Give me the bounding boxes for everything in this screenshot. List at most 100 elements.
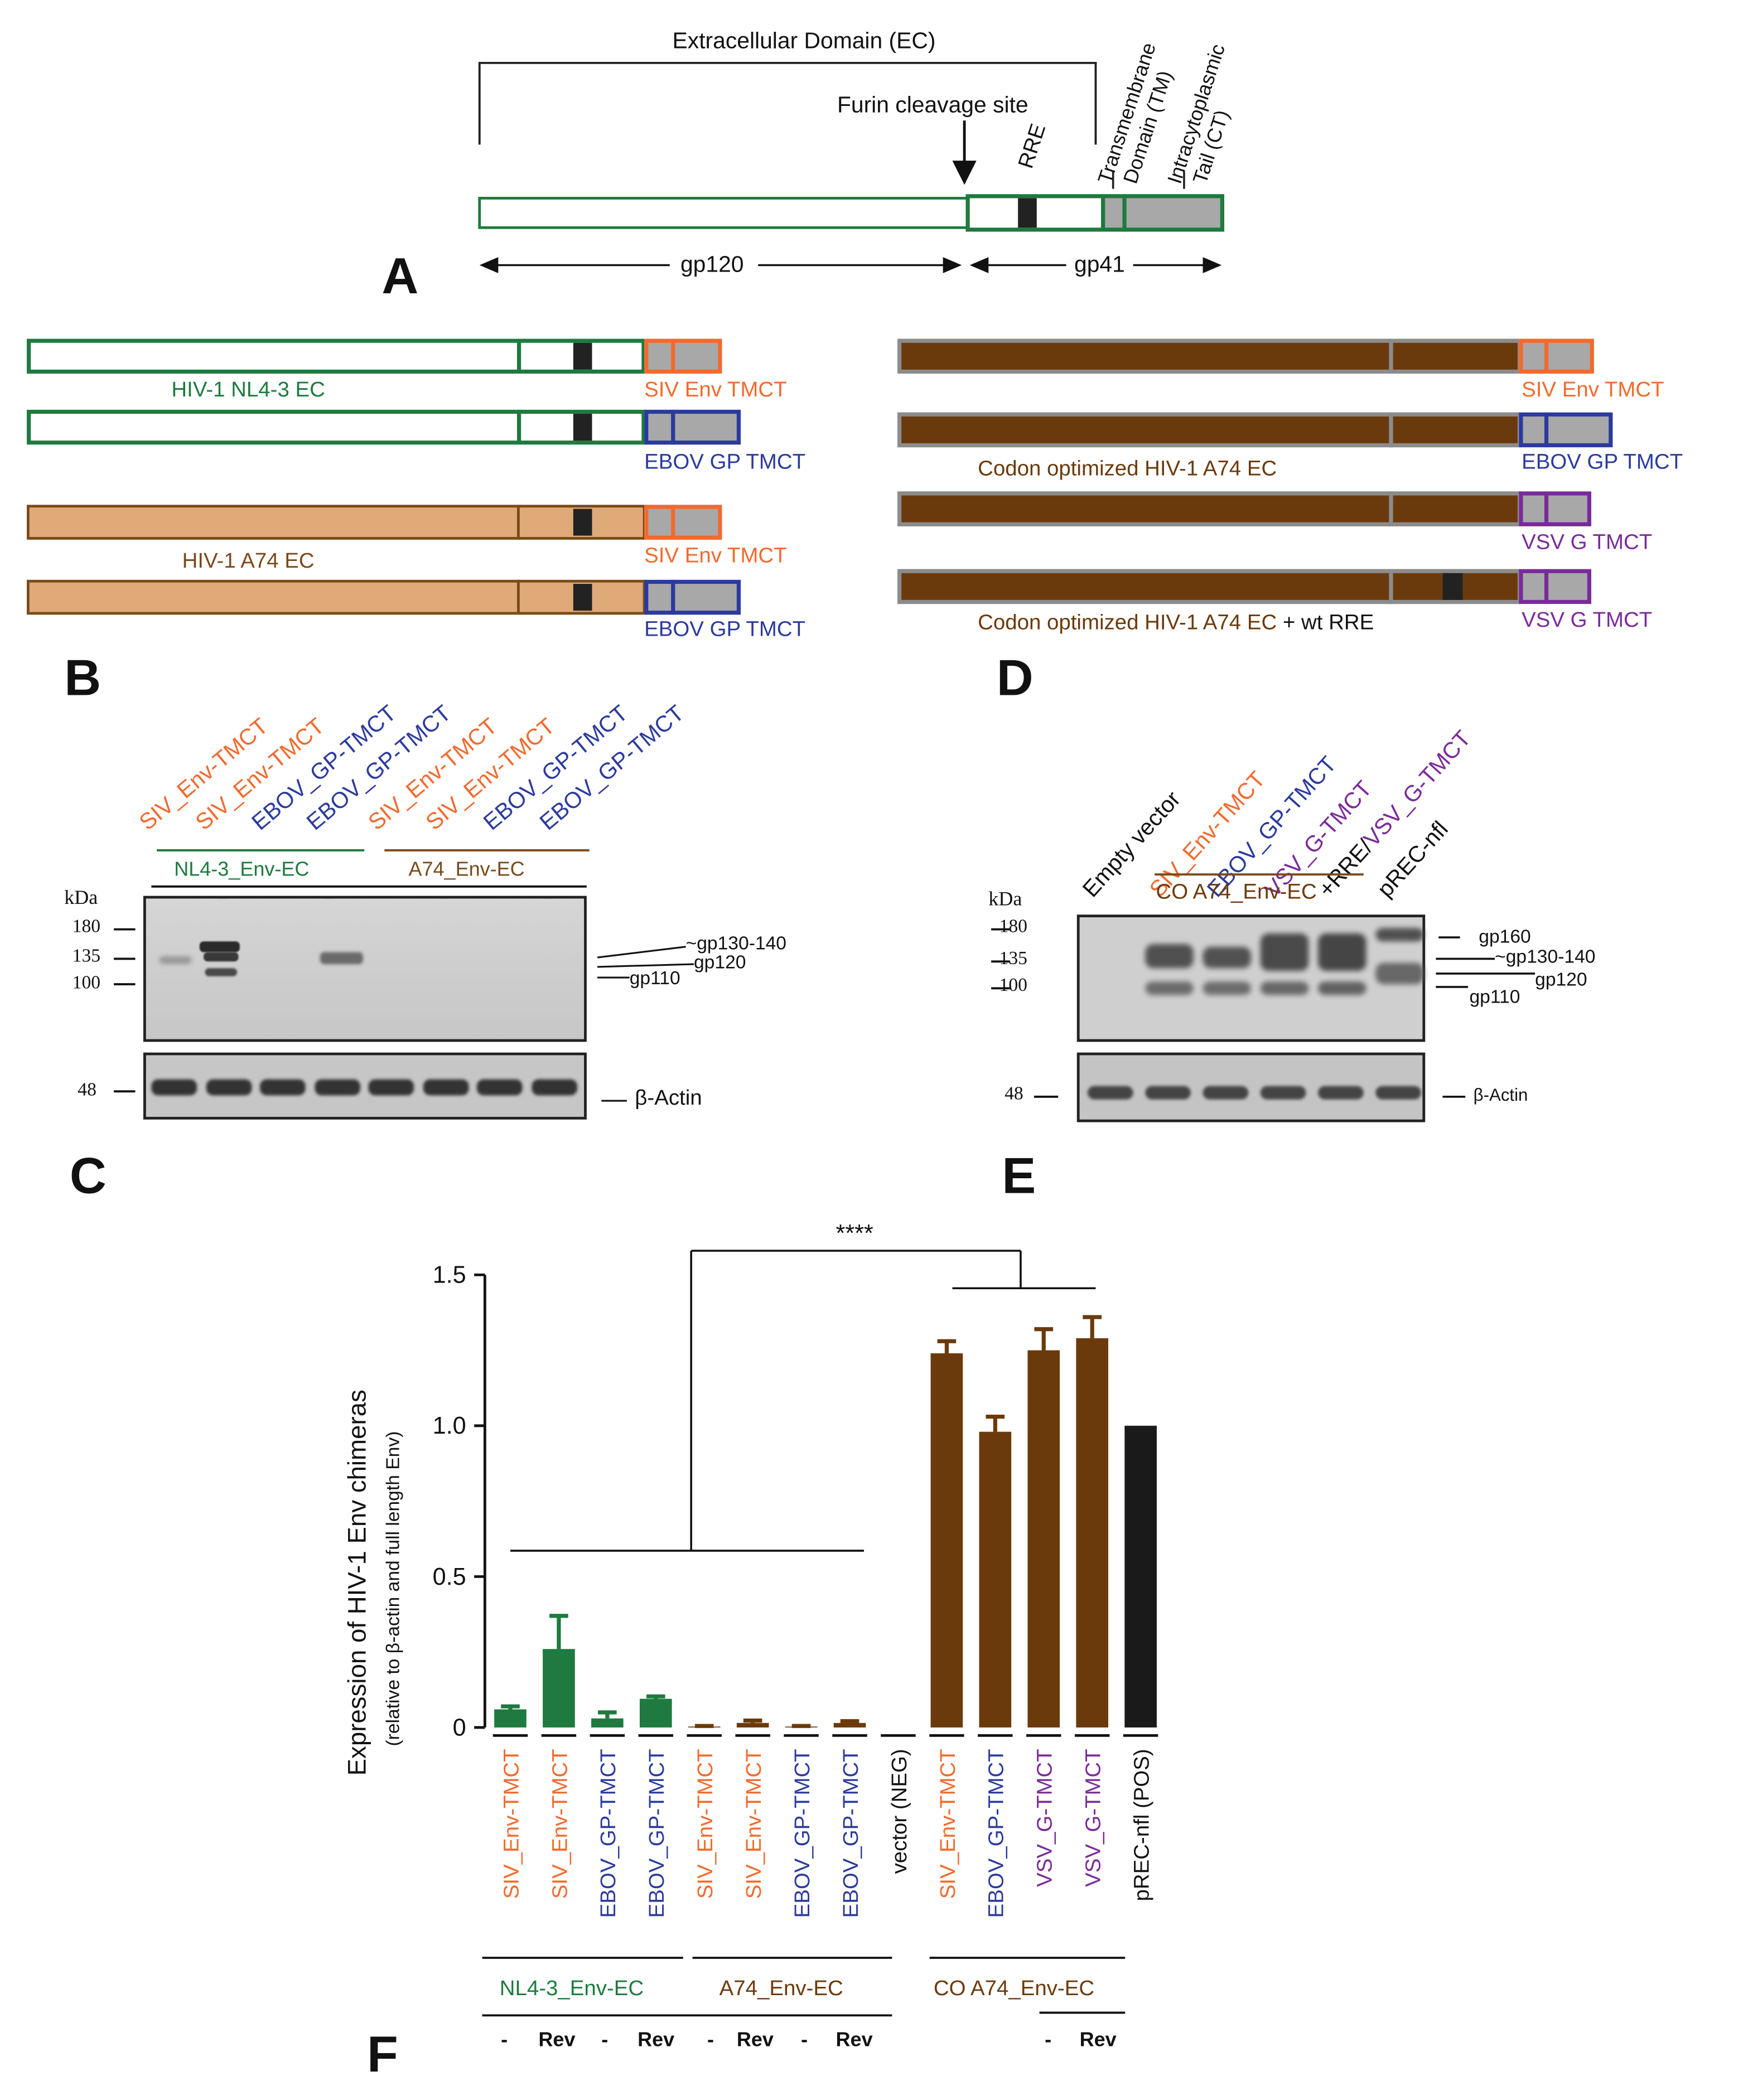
co-a74-group-label: CO A74_Env-EC	[933, 1978, 1095, 2001]
panel-a-letter: A	[382, 249, 419, 306]
marker-180: 180	[72, 917, 101, 938]
env-band	[1145, 981, 1194, 995]
band-label-gp160: gp160	[1479, 925, 1531, 947]
a74-group-label: A74_Env-EC	[719, 1978, 843, 2001]
band-gp120	[204, 952, 239, 962]
y-axis-label: Expression of HIV-1 Env chimeras	[344, 1390, 373, 1776]
rre-block	[1018, 198, 1037, 228]
marker-48: 48	[1005, 1085, 1023, 1105]
bar	[1076, 1338, 1109, 1728]
rre-block	[573, 342, 592, 370]
actin-label: β-Actin	[1473, 1085, 1528, 1105]
rev-label: Rev	[538, 2029, 576, 2052]
category-label: SIV_Env-TMCT	[548, 1749, 572, 1899]
co-a74-group-label: CO A74_Env-EC	[1156, 881, 1317, 904]
rev-label: Rev	[736, 2029, 774, 2052]
a74-gp120-box	[27, 505, 521, 540]
co-a74-rre-label: Codon optimized HIV-1 A74 EC + wt RRE	[978, 613, 1374, 635]
marker-48: 48	[78, 1081, 96, 1101]
band-label-gp130-140: ~gp130-140	[1495, 945, 1596, 967]
actin-band	[151, 1079, 197, 1096]
wt-rre-suffix: + wt RRE	[1282, 612, 1374, 635]
y-tick-label: 1.0	[433, 1412, 466, 1439]
actin-band	[368, 1079, 414, 1096]
env-band	[1375, 928, 1424, 942]
band-gp130	[199, 941, 240, 952]
a74-ec-label: HIV-1 A74 EC	[182, 550, 315, 573]
y-axis-sublabel: (relative to β-actin and full length Env…	[382, 1431, 403, 1746]
marker-135: 135	[999, 949, 1027, 970]
rre-block	[573, 414, 592, 441]
category-label: EBOV_GP-TMCT	[984, 1749, 1008, 1918]
actin-band	[1260, 1086, 1306, 1100]
actin-band	[1375, 1086, 1421, 1100]
co-a74-gp120-box	[897, 412, 1393, 448]
band-label-gp120: gp120	[693, 951, 746, 972]
bar	[979, 1431, 1012, 1728]
band-label-gp110: gp110	[629, 966, 680, 989]
gp120-label: gp120	[680, 251, 744, 278]
tm-ct-divider	[1544, 412, 1549, 448]
y-tick-label: 0	[453, 1714, 466, 1741]
category-label: VSV_G-TMCT	[1033, 1749, 1057, 1887]
a74-gp120-box	[27, 579, 521, 615]
co-a74-gp120-box	[897, 338, 1393, 374]
co-a74-rre-label-text: Codon optimized HIV-1 A74 EC	[978, 612, 1277, 635]
actin-band	[1145, 1086, 1191, 1100]
actin-band	[531, 1079, 577, 1096]
rre-block	[573, 584, 592, 611]
rev-label: Rev	[1079, 2029, 1117, 2052]
rev-label: Rev	[638, 2029, 675, 2052]
blot-e-actin	[1076, 1052, 1426, 1122]
no-rev-label: -	[707, 2029, 714, 2052]
co-a74-gp120-box	[897, 491, 1393, 526]
category-label: EBOV_GP-TMCT	[839, 1749, 863, 1918]
bar	[1027, 1350, 1060, 1728]
category-label: VSV_G-TMCT	[1081, 1749, 1105, 1887]
category-label: vector (NEG)	[887, 1749, 911, 1874]
rre-block	[573, 509, 592, 536]
ebov-tmct-box	[644, 579, 741, 615]
category-label: SIV_Env-TMCT	[499, 1749, 523, 1899]
band-label-gp110: gp110	[1469, 985, 1520, 1007]
a74-group-label: A74_Env-EC	[408, 858, 525, 882]
no-rev-label: -	[1045, 2029, 1052, 2052]
actin-band	[1088, 1086, 1133, 1100]
nl43-gp120-box	[27, 338, 521, 374]
band-gp110	[205, 968, 238, 976]
panel-d-letter: D	[996, 651, 1034, 707]
nl43-ec-label: HIV-1 NL4-3 EC	[171, 379, 325, 402]
category-label: pREC-nfl (POS)	[1130, 1749, 1154, 1901]
blot-e-env	[1076, 914, 1426, 1042]
siv-tmct-box	[644, 505, 722, 540]
co-a74-gp41-box	[1389, 412, 1522, 448]
siv-tmct-label: SIV Env TMCT	[644, 545, 787, 568]
tm-ct-divider	[1544, 569, 1549, 604]
env-band	[1260, 933, 1309, 971]
ebov-tmct-box	[1519, 412, 1613, 448]
marker-135: 135	[72, 946, 101, 967]
bar	[543, 1649, 575, 1728]
no-rev-label: -	[801, 2029, 808, 2052]
rre-block	[1442, 573, 1463, 600]
category-label: EBOV_GP-TMCT	[645, 1749, 669, 1918]
actin-band	[259, 1079, 306, 1096]
nl43-group-label: NL4-3_Env-EC	[174, 858, 310, 882]
bar	[494, 1709, 527, 1728]
vsv-tmct-box	[1519, 491, 1591, 526]
marker-100: 100	[72, 973, 101, 994]
panel-e-lines	[991, 873, 1535, 1098]
siv-tmct-label: SIV Env TMCT	[644, 379, 787, 402]
env-band	[1203, 981, 1252, 995]
env-band	[1318, 933, 1366, 971]
env-band	[1203, 946, 1252, 969]
band-label-gp130-140: ~gp130-140	[685, 932, 787, 954]
siv-tmct-box	[1519, 338, 1594, 374]
ebov-tmct-label: EBOV GP TMCT	[1522, 451, 1683, 475]
no-rev-label: -	[501, 2029, 508, 2052]
tm-ct-divider	[671, 338, 675, 374]
bar	[833, 1722, 866, 1728]
panel-c-lines	[114, 849, 694, 1102]
